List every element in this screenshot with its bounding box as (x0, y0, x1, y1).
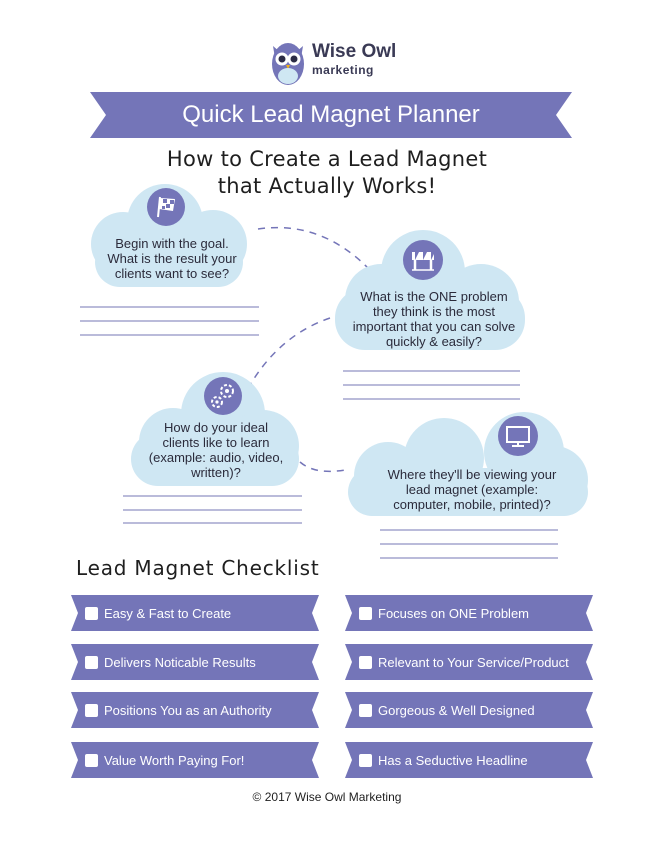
checkbox-headline[interactable] (359, 754, 372, 767)
checkbox-easy-fast[interactable] (85, 607, 98, 620)
subtitle-line-2: that Actually Works! (217, 174, 437, 198)
subtitle-line-1: How to Create a Lead Magnet (166, 147, 488, 171)
checklist-title: Lead Magnet Checklist (76, 556, 320, 580)
monitor-icon (498, 416, 538, 456)
owl-logo-icon (272, 43, 304, 85)
checkbox-value[interactable] (85, 754, 98, 767)
checkbox-results[interactable] (85, 656, 98, 669)
checkbox-one-problem[interactable] (359, 607, 372, 620)
copyright-footer: © 2017 Wise Owl Marketing (252, 790, 402, 804)
checklist-item-label: Positions You as an Authority (104, 703, 272, 718)
checkbox-gorgeous[interactable] (359, 704, 372, 717)
cloud-1-text: Begin with the goal.What is the result y… (107, 236, 237, 281)
cloud-4 (348, 412, 588, 516)
checklist-item-label: Has a Seductive Headline (378, 753, 528, 768)
checkered-flag-icon (147, 188, 185, 226)
checklist-item-label: Relevant to Your Service/Product (378, 655, 569, 670)
checklist-item-label: Gorgeous & Well Designed (378, 703, 535, 718)
logo-name: Wise Owl (312, 41, 397, 62)
checklist-item-label: Delivers Noticable Results (104, 655, 256, 670)
road-barrier-icon (403, 240, 443, 280)
checkbox-authority[interactable] (85, 704, 98, 717)
gears-icon (204, 377, 242, 415)
checklist-item-label: Easy & Fast to Create (104, 606, 232, 621)
logo-tagline: marketing (312, 63, 374, 77)
checklist-item-label: Value Worth Paying For! (104, 753, 245, 768)
checklist-item-label: Focuses on ONE Problem (378, 606, 530, 621)
checkbox-relevant[interactable] (359, 656, 372, 669)
page-title: Quick Lead Magnet Planner (182, 101, 480, 128)
title-banner (90, 92, 572, 138)
